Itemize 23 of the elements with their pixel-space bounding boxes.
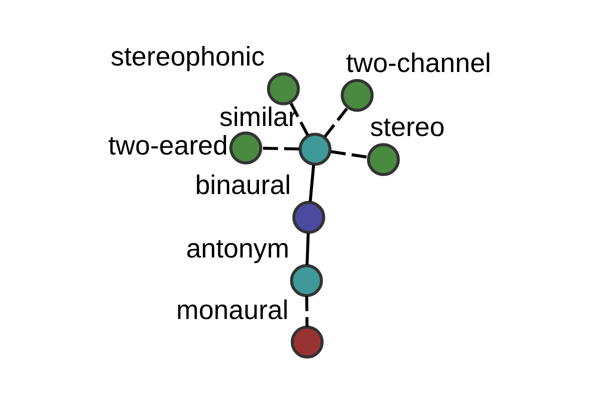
node-circle xyxy=(266,72,300,105)
node-label: monaural xyxy=(176,294,288,324)
node-label: antonym xyxy=(186,232,290,263)
node-circle xyxy=(290,325,324,358)
node-label: two-channel xyxy=(346,48,492,78)
node-label: similar xyxy=(219,101,298,132)
node-label: stereophonic xyxy=(110,41,265,72)
connector xyxy=(306,232,310,264)
node-circle xyxy=(290,264,323,297)
connector xyxy=(305,296,309,326)
node-circle xyxy=(292,200,326,234)
connector xyxy=(260,146,300,150)
node-label: two-eared xyxy=(108,130,228,160)
connector xyxy=(324,107,348,138)
node-label: stereo xyxy=(370,112,445,142)
connector xyxy=(289,102,310,136)
node-circle xyxy=(366,142,400,176)
connector xyxy=(308,164,316,202)
node-circle xyxy=(298,132,332,166)
node-circle xyxy=(229,131,262,164)
node-circle xyxy=(340,78,374,112)
connector xyxy=(330,150,369,158)
node-label: binaural xyxy=(195,170,291,200)
